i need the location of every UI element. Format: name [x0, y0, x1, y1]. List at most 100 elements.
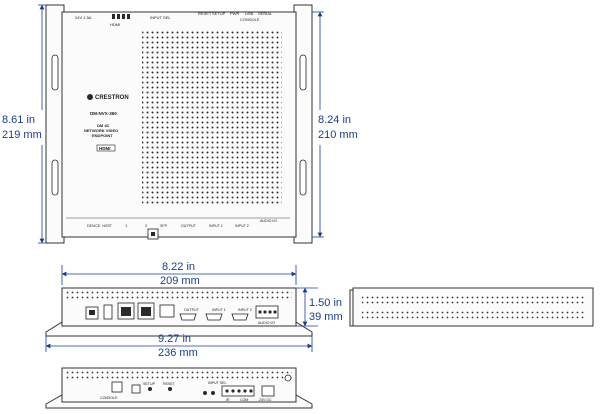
- audio-screw: [263, 310, 267, 314]
- label-pwr: PWR: [230, 11, 239, 16]
- hdmi-output-port: [179, 313, 197, 321]
- label-audio: AUDIO I/O: [260, 219, 277, 223]
- left-mounting-flange: [45, 4, 65, 244]
- top-view: 24V 1.5A HDMI INPUT SEL RESET SETUP PWR …: [45, 4, 313, 244]
- label-power-input: 24V 1.5A: [75, 15, 92, 20]
- label-sfp: SFP: [160, 224, 168, 228]
- description-line-3: ENDPOINT: [92, 133, 113, 138]
- flange-width-dimension: 9.27 in 236 mm: [45, 333, 313, 359]
- label-input-1: INPUT 1: [209, 224, 223, 228]
- label-console: CONSOLE: [240, 17, 260, 22]
- ethernet-port-2-jack: [141, 307, 151, 316]
- led-indicator: [122, 14, 125, 19]
- ethernet-port-1-jack: [121, 307, 131, 316]
- dimension-depth-outer: 8.61 in 219 mm: [2, 4, 46, 244]
- dimension-depth-inner: 8.24 in 210 mm: [312, 11, 358, 238]
- audio-screw: [258, 310, 262, 314]
- flange-slot: [51, 54, 59, 91]
- led-indicator: [127, 14, 130, 19]
- terminal-screw: [249, 389, 253, 393]
- depth-outer-mm: 219 mm: [2, 129, 42, 141]
- hdmi-logo: HDMI: [99, 146, 111, 151]
- front-view: OUTPUT INPUT 1 INPUT 2 AUDIO I/O: [45, 287, 313, 337]
- rear-label-reset: RESET: [163, 382, 176, 386]
- audio-screw: [273, 310, 277, 314]
- audio-terminal-block: [255, 305, 279, 319]
- rear-label-input-sel: INPUT SEL: [208, 381, 227, 385]
- width-dimension: 8.22 in 209 mm: [61, 261, 297, 287]
- rear-label-power: 24V DC: [259, 398, 272, 402]
- side-panel-body: [352, 287, 594, 327]
- usb-device-port-inner: [89, 310, 95, 315]
- front-label-audio: AUDIO I/O: [258, 321, 275, 325]
- description-line-1: DM 4C: [97, 123, 110, 128]
- side-vent-row-top: [362, 294, 586, 304]
- terminal-screw: [243, 389, 247, 393]
- sfp-port-front: [159, 304, 175, 318]
- depth-inner-in: 8.24 in: [318, 114, 351, 126]
- led-indicator: [117, 14, 120, 19]
- ground-screw: [284, 374, 292, 382]
- width-in: 8.22 in: [162, 261, 195, 273]
- rear-label-setup: SETUP: [143, 382, 156, 386]
- label-host: HOST: [102, 224, 113, 228]
- power-connector: [261, 385, 275, 397]
- side-vent-row-bottom: [362, 310, 586, 320]
- reset-button: [148, 387, 152, 391]
- crestron-logo: CRESTRON: [87, 94, 129, 101]
- input-led: [203, 391, 207, 395]
- label-port-1: 1: [125, 223, 128, 228]
- audio-screw: [268, 310, 272, 314]
- height-dimension: 1.50 in 39 mm: [296, 287, 343, 327]
- flange-slot: [299, 54, 307, 91]
- sfp-port: [151, 232, 155, 236]
- label-reset: RESET: [198, 11, 212, 16]
- hdmi-input-1-port: [205, 313, 223, 321]
- front-label-output: OUTPUT: [184, 308, 200, 312]
- label-device: DEVICE: [87, 224, 101, 228]
- flange-slot: [51, 159, 59, 196]
- input-led: [211, 391, 215, 395]
- flange-slot: [299, 159, 307, 196]
- label-setup: SETUP: [212, 11, 226, 16]
- description-line-2: NETWORK VIDEO: [84, 128, 118, 133]
- front-vent-row: [66, 291, 292, 301]
- led-indicator: [112, 14, 115, 19]
- right-mounting-flange: [293, 4, 313, 244]
- rear-label-ir: IR: [226, 398, 230, 402]
- depth-inner-mm: 210 mm: [318, 129, 358, 141]
- rear-label-console: CONSOLE: [100, 396, 118, 400]
- label-output: OUTPUT: [181, 224, 197, 228]
- ventilation-grille: [142, 30, 282, 205]
- terminal-screw: [237, 389, 241, 393]
- flange-width-mm: 236 mm: [158, 347, 198, 359]
- console-usb-port: [111, 381, 123, 393]
- serial-port: [131, 384, 141, 394]
- rear-view: CONSOLE SETUP RESET INPUT SEL IR COM 24V…: [45, 367, 313, 409]
- usb-host-port: [103, 304, 113, 320]
- label-input-sel: INPUT SEL: [150, 15, 171, 20]
- hdmi-input-2-port: [231, 313, 249, 321]
- depth-outer-in: 8.61 in: [2, 114, 35, 126]
- side-view: [349, 287, 594, 327]
- rear-vent-row: [66, 371, 292, 379]
- label-input-2: INPUT 2: [235, 224, 249, 228]
- height-mm: 39 mm: [309, 311, 343, 323]
- label-serial: SERIAL: [258, 11, 273, 16]
- rear-label-com: COM: [240, 398, 248, 402]
- terminal-screw: [225, 389, 229, 393]
- flange-width-in: 9.27 in: [158, 333, 191, 345]
- label-port-2: 2: [145, 223, 148, 228]
- height-in: 1.50 in: [309, 297, 342, 309]
- brand-name: CRESTRON: [95, 95, 129, 101]
- setup-button: [168, 387, 172, 391]
- label-hdmi-group: HDMI: [110, 22, 120, 27]
- front-label-input-2: INPUT 2: [238, 308, 252, 312]
- terminal-screw: [231, 389, 235, 393]
- front-label-input-1: INPUT 1: [212, 308, 226, 312]
- label-usb: USB: [245, 11, 254, 16]
- model-number: DM-NVX-360: [90, 111, 117, 116]
- width-mm: 209 mm: [160, 275, 200, 287]
- hdmi-logo-frame: [96, 144, 116, 152]
